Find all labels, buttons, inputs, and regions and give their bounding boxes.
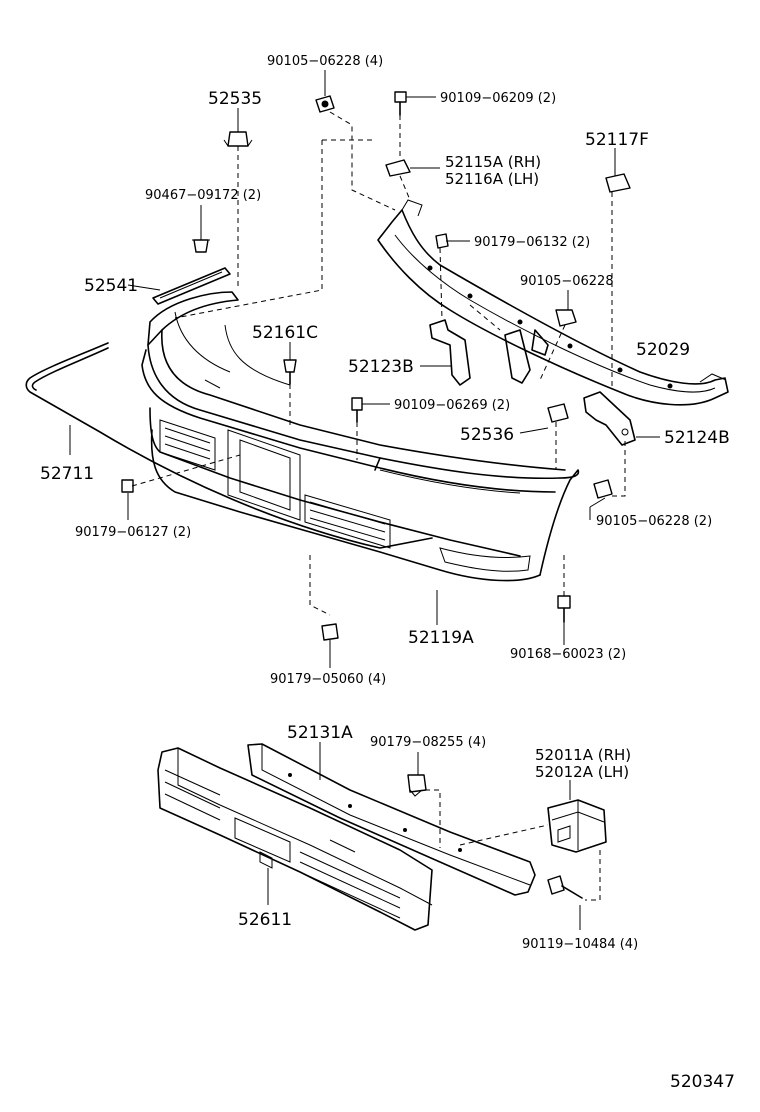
reinforcement-52131a [247, 743, 536, 896]
bracket-52011a [547, 799, 607, 853]
leader-lines-upper [69, 70, 660, 668]
label-90179-06132-2: 90179−06132 (2) [474, 235, 590, 250]
label-90179-08255-4: 90179−08255 (4) [370, 735, 486, 750]
label-52131a: 52131A [287, 723, 353, 743]
label-52012a-lh: 52012A (LH) [535, 763, 629, 781]
label-90109-06269-2: 90109−06269 (2) [394, 398, 510, 413]
label-52711: 52711 [40, 464, 94, 484]
label-90179-06127-2: 90179−06127 (2) [75, 525, 191, 540]
label-90105-06228-2: 90105−06228 (2) [596, 514, 712, 529]
brackets [429, 319, 636, 446]
label-52124b: 52124B [664, 428, 730, 448]
label-90179-05060-4: 90179−05060 (4) [270, 672, 386, 687]
fasteners-upper [121, 91, 631, 641]
callout-labels: 90105−06228 (4) 52535 90109−06209 (2) 52… [40, 54, 735, 1092]
label-90109-06209-2: 90109−06209 (2) [440, 91, 556, 106]
label-52117f: 52117F [585, 130, 649, 150]
energy-absorber-52611 [157, 747, 433, 931]
label-52011a-rh: 52011A (RH) [535, 746, 631, 764]
label-52161c: 52161C [252, 323, 318, 343]
assembly-lines-lower [425, 789, 601, 901]
label-52611: 52611 [238, 910, 292, 930]
label-52123b: 52123B [348, 357, 414, 377]
label-52119a: 52119A [408, 628, 474, 648]
label-52116a-lh: 52116A (LH) [445, 170, 539, 188]
diagram-id: 520347 [670, 1072, 735, 1092]
reinforcement-52029 [377, 199, 729, 406]
leader-lines-lower [267, 742, 581, 930]
assembly-lines-upper [131, 111, 626, 616]
label-90119-10484-4: 90119−10484 (4) [522, 937, 638, 952]
label-52535: 52535 [208, 89, 262, 109]
molding-52711 [25, 342, 433, 549]
label-52541: 52541 [84, 276, 138, 296]
label-90105-06228: 90105−06228 [520, 274, 614, 289]
label-90467-09172-2: 90467−09172 (2) [145, 188, 261, 203]
fasteners-lower [407, 774, 583, 899]
label-90105-06228-4: 90105−06228 (4) [267, 54, 383, 69]
label-52536: 52536 [460, 425, 514, 445]
retainer-52541 [152, 267, 231, 305]
label-52115a-rh: 52115A (RH) [445, 153, 541, 171]
label-90168-60023-2: 90168−60023 (2) [510, 647, 626, 662]
label-52029: 52029 [636, 340, 690, 360]
